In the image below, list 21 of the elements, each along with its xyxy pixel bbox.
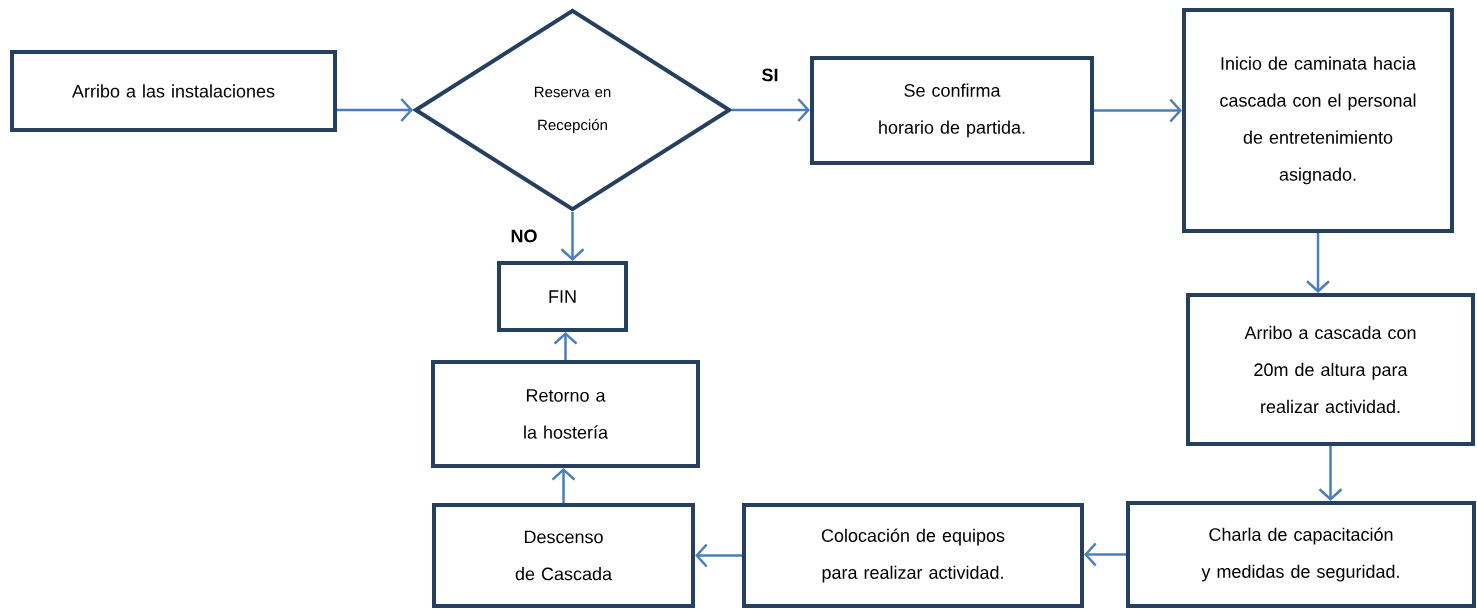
arrow — [337, 98, 413, 122]
edge-label: NO — [509, 228, 539, 244]
arrow — [560, 212, 585, 261]
process-box: Colocación de equipos para realizar actividad. — [742, 503, 1084, 608]
process-box: Descenso de Cascada — [432, 503, 695, 608]
process-box: Arribo a cascada con 20m de altura para realizar actividad. — [1186, 293, 1475, 446]
edge-label: SI — [760, 67, 780, 83]
arrow — [1094, 98, 1182, 123]
process-box: Se confirma horario de partida. — [810, 56, 1094, 165]
arrow — [1084, 542, 1126, 567]
arrow — [553, 331, 578, 360]
process-box: Arribo a las instalaciones — [10, 50, 337, 132]
arrow — [1306, 233, 1330, 293]
process-box: FIN — [497, 261, 628, 332]
process-box: Inicio de caminata hacia cascada con el personal de entretenimiento asignado. — [1182, 8, 1454, 233]
arrow — [1318, 446, 1343, 501]
process-box: Retorno a la hostería — [431, 360, 700, 468]
process-box: Charla de capacitación y medidas de seguridad. — [1126, 501, 1476, 608]
arrow — [732, 98, 810, 122]
arrow — [695, 543, 742, 568]
arrow — [551, 468, 576, 503]
